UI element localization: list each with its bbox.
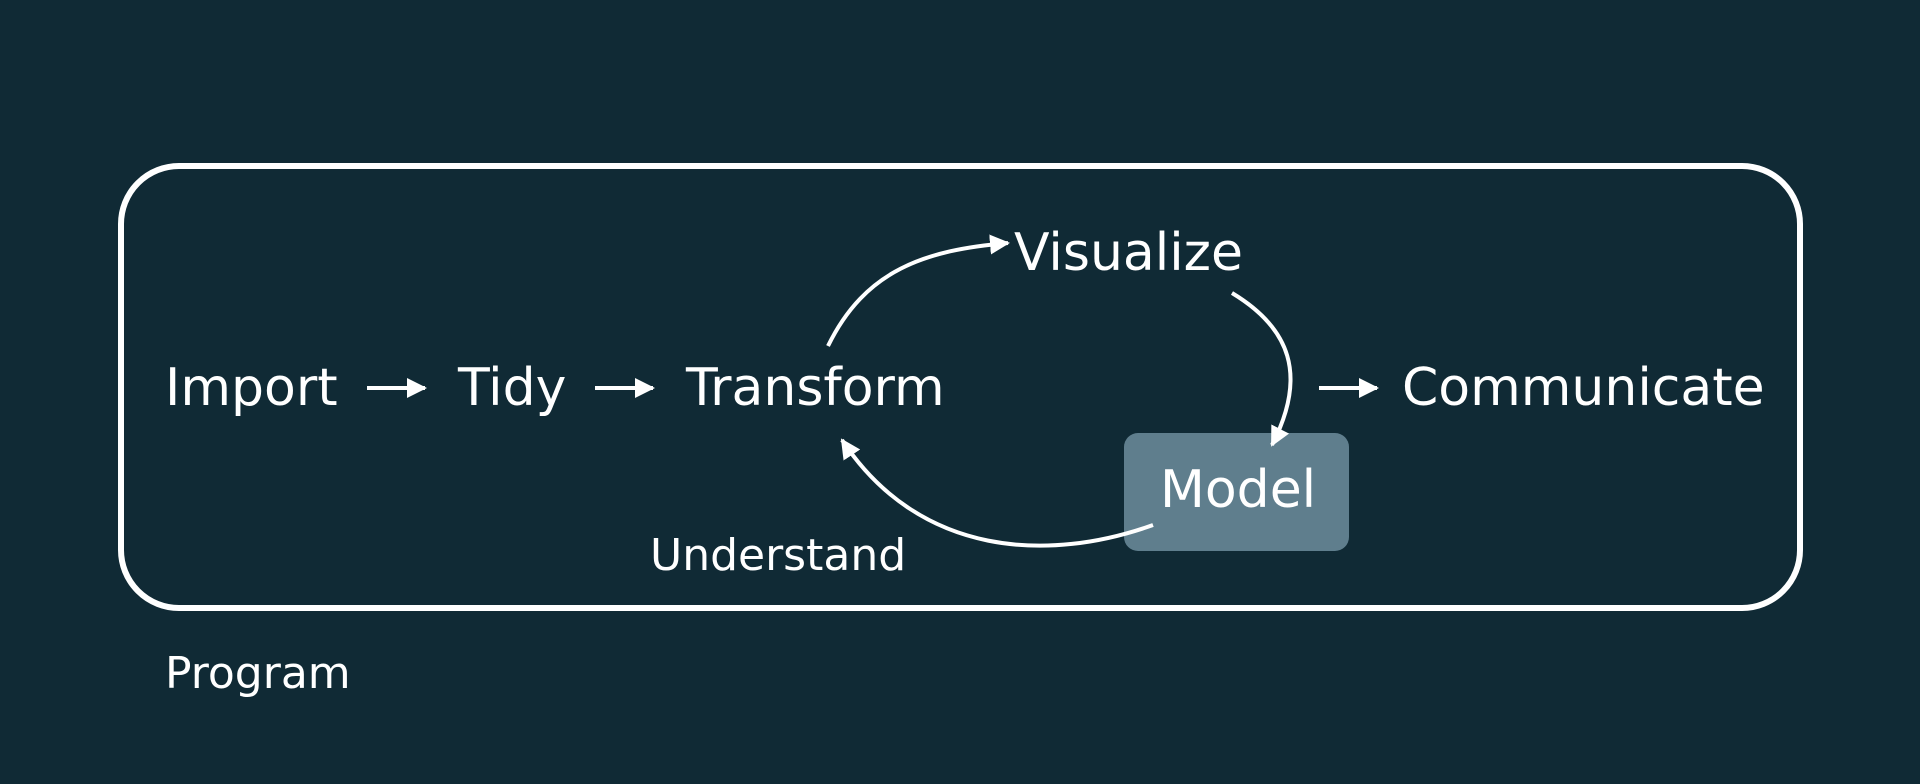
node-communicate: Communicate	[1402, 358, 1765, 418]
node-import: Import	[165, 358, 338, 418]
node-tidy: Tidy	[458, 358, 567, 418]
program-frame	[118, 163, 1803, 611]
understand-label: Understand	[650, 530, 907, 581]
model-box	[1124, 433, 1349, 551]
node-visualize: Visualize	[1014, 223, 1243, 283]
arrow-model-to-transform	[840, 438, 1154, 548]
program-label: Program	[165, 648, 351, 699]
arrow-visualize-to-model	[1230, 291, 1293, 447]
node-model: Model	[1160, 460, 1317, 520]
arrow-transform-to-visualize	[826, 234, 1010, 347]
node-transform: Transform	[686, 358, 945, 418]
